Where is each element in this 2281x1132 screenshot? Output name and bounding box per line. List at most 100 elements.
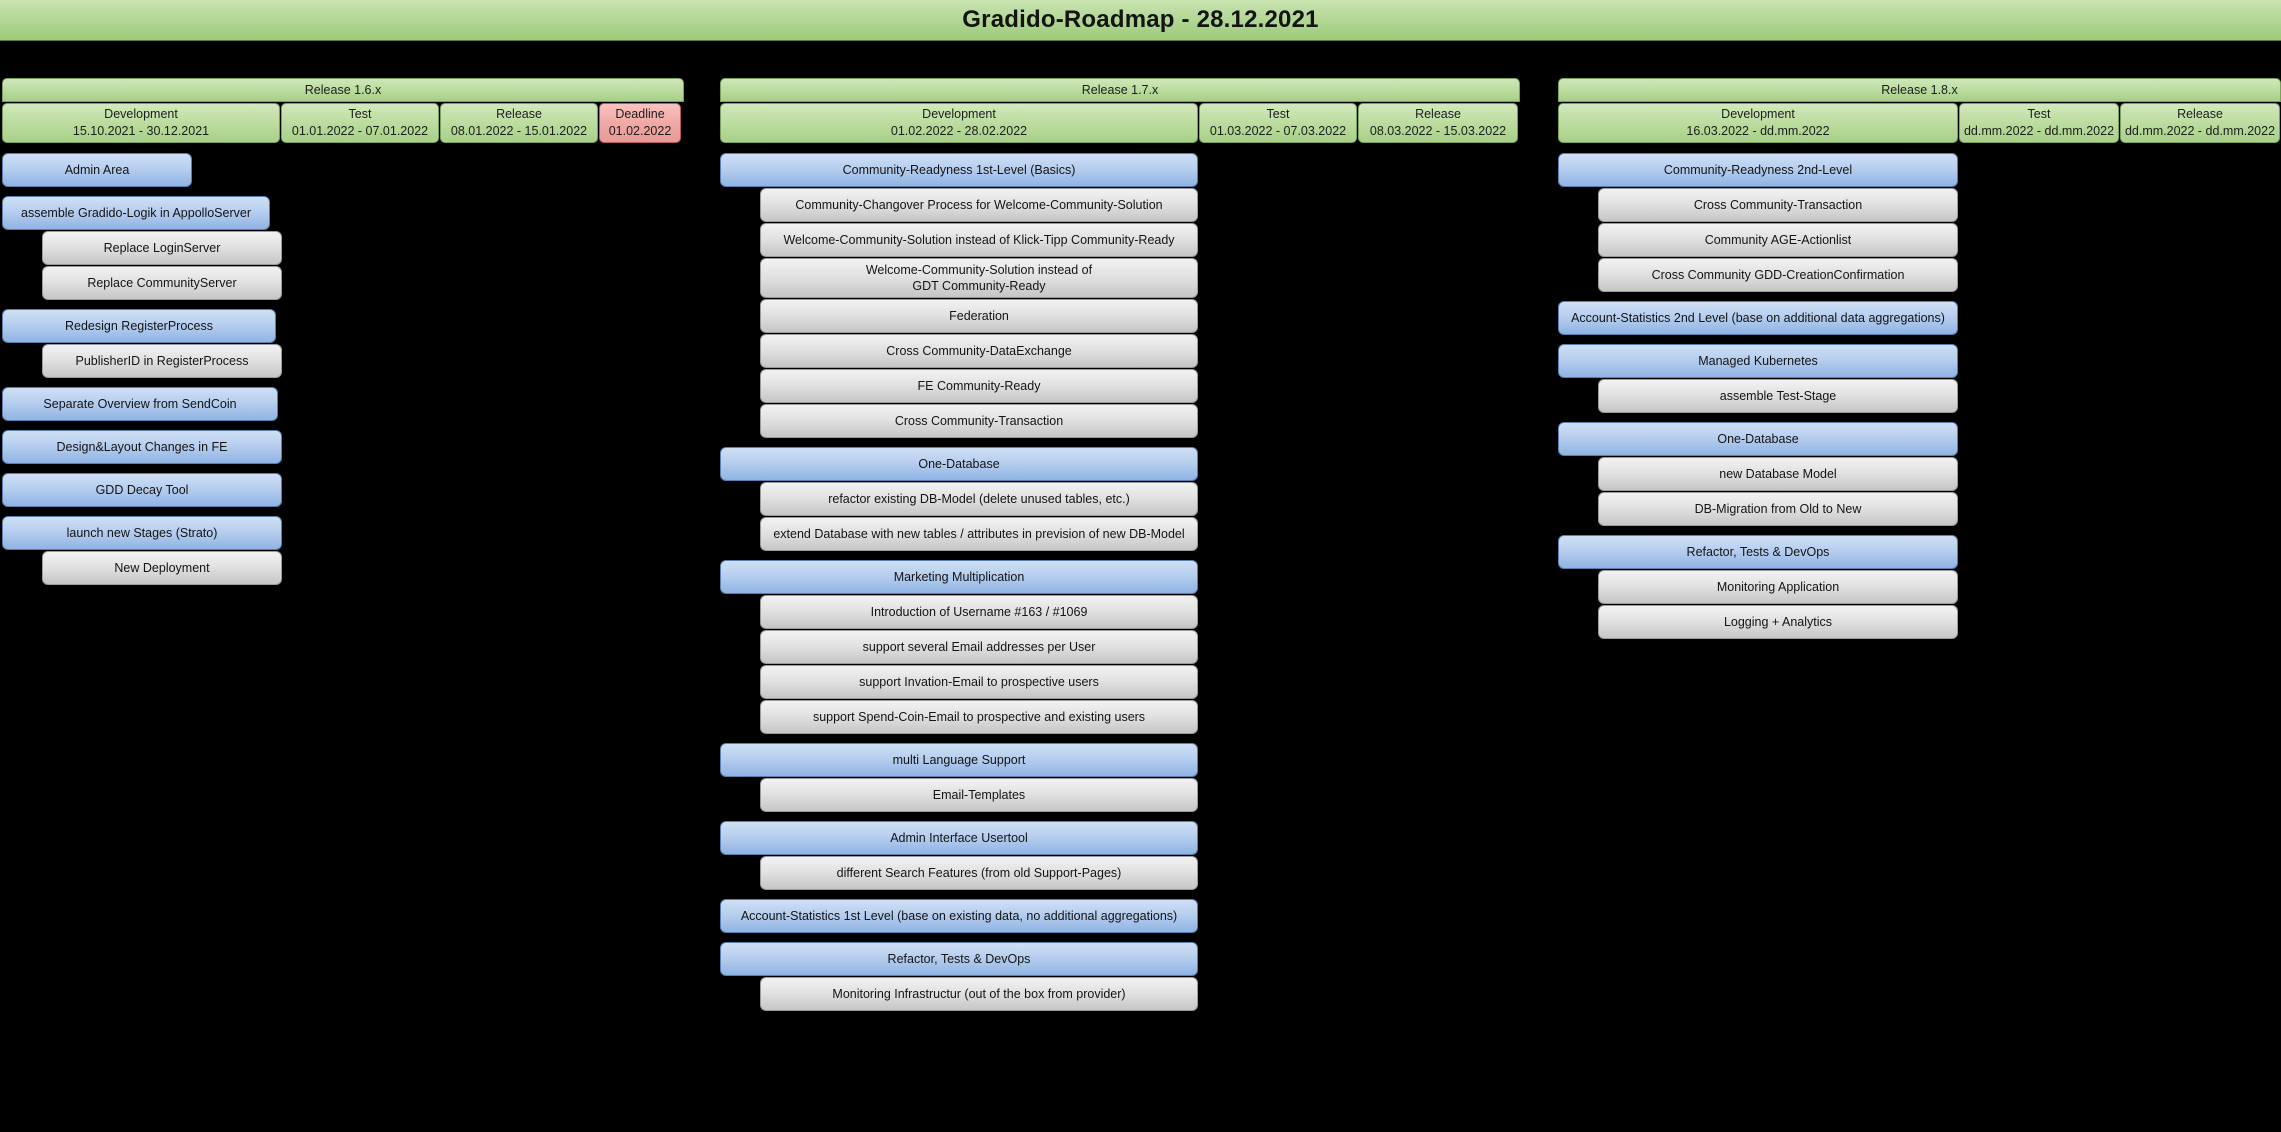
task-box-parent[interactable]: Separate Overview from SendCoin [2,387,278,421]
task-box-child[interactable]: Email-Templates [760,778,1198,812]
task-box-child[interactable]: extend Database with new tables / attrib… [760,517,1198,551]
task-box-parent[interactable]: Admin Interface Usertool [720,821,1198,855]
task-box-child[interactable]: new Database Model [1598,457,1958,491]
phase-dates: 08.01.2022 - 15.01.2022 [450,124,588,138]
task-label: Admin Interface Usertool [890,830,1028,845]
phase-dates: 01.01.2022 - 07.01.2022 [291,124,429,138]
task-box-child[interactable]: Introduction of Username #163 / #1069 [760,595,1198,629]
task-label: Introduction of Username #163 / #1069 [870,604,1088,619]
task-box-child[interactable]: Cross Community-Transaction [760,404,1198,438]
task-box-parent[interactable]: Design&Layout Changes in FE [2,430,282,464]
task-label: assemble Gradido-Logik in AppolloServer [21,205,251,220]
task-box-child[interactable]: Welcome-Community-Solution instead of GD… [760,258,1198,298]
task-box-parent[interactable]: Admin Area [2,153,192,187]
phase-dates: 15.10.2021 - 30.12.2021 [72,124,210,138]
task-box-child[interactable]: support several Email addresses per User [760,630,1198,664]
task-box-child[interactable]: Cross Community-Transaction [1598,188,1958,222]
task-box-parent[interactable]: assemble Gradido-Logik in AppolloServer [2,196,270,230]
task-label: support Invation-Email to prospective us… [859,674,1099,689]
task-label: One-Database [1717,431,1799,446]
task-label: One-Database [918,456,1000,471]
task-box-parent[interactable]: multi Language Support [720,743,1198,777]
task-box-child[interactable]: Community AGE-Actionlist [1598,223,1958,257]
task-list: Community-Readyness 1st-Level (Basics)Co… [720,153,1520,1011]
task-box-child[interactable]: support Invation-Email to prospective us… [760,665,1198,699]
task-box-child[interactable]: Cross Community-DataExchange [760,334,1198,368]
task-box-parent[interactable]: Marketing Multiplication [720,560,1198,594]
task-box-child[interactable]: New Deployment [42,551,282,585]
task-box-child[interactable]: Monitoring Infrastructur (out of the box… [760,977,1198,1011]
task-label: DB-Migration from Old to New [1694,501,1862,516]
task-box-child[interactable]: Community-Changover Process for Welcome-… [760,188,1198,222]
task-label: Account-Statistics 2nd Level (base on ad… [1571,310,1945,325]
task-box-child[interactable]: PublisherID in RegisterProcess [42,344,282,378]
task-box-child[interactable]: Federation [760,299,1198,333]
phase-dates: dd.mm.2022 - dd.mm.2022 [1963,124,2115,138]
task-box-parent[interactable]: Managed Kubernetes [1558,344,1958,378]
task-box-child[interactable]: Monitoring Application [1598,570,1958,604]
task-label: multi Language Support [892,752,1026,767]
task-label: Replace CommunityServer [87,275,237,290]
task-box-parent[interactable]: Community-Readyness 2nd-Level [1558,153,1958,187]
task-label: Admin Area [64,162,130,177]
task-box-parent[interactable]: Redesign RegisterProcess [2,309,276,343]
task-box-child[interactable]: Cross Community GDD-CreationConfirmation [1598,258,1958,292]
phase-cell-release[interactable]: Release 08.01.2022 - 15.01.2022 [440,103,598,143]
task-label: New Deployment [114,560,210,575]
task-box-child[interactable]: different Search Features (from old Supp… [760,856,1198,890]
task-box-parent[interactable]: Refactor, Tests & DevOps [720,942,1198,976]
task-label: Cross Community-Transaction [1693,197,1863,212]
phase-name: Release [2177,107,2223,122]
task-box-parent[interactable]: launch new Stages (Strato) [2,516,282,550]
task-box-parent[interactable]: Refactor, Tests & DevOps [1558,535,1958,569]
task-label: Welcome-Community-Solution instead of Kl… [783,232,1175,247]
task-label: Cross Community-Transaction [894,413,1064,428]
task-box-parent[interactable]: Account-Statistics 2nd Level (base on ad… [1558,301,1958,335]
task-box-child[interactable]: DB-Migration from Old to New [1598,492,1958,526]
task-box-child[interactable]: Replace CommunityServer [42,266,282,300]
task-box-parent[interactable]: One-Database [1558,422,1958,456]
task-label: extend Database with new tables / attrib… [773,526,1185,541]
task-label: Account-Statistics 1st Level (base on ex… [740,908,1178,923]
task-box-child[interactable]: Replace LoginServer [42,231,282,265]
task-box-child[interactable]: Welcome-Community-Solution instead of Kl… [760,223,1198,257]
task-list: Admin Area assemble Gradido-Logik in Appo… [2,153,684,585]
phase-name: Development [1721,107,1795,122]
task-box-parent[interactable]: One-Database [720,447,1198,481]
task-label: Redesign RegisterProcess [65,318,213,333]
phase-name: Deadline [615,107,665,122]
task-label: Cross Community GDD-CreationConfirmation [1651,267,1905,282]
task-label: Logging + Analytics [1723,614,1833,629]
task-box-parent[interactable]: Community-Readyness 1st-Level (Basics) [720,153,1198,187]
task-label: Welcome-Community-Solution instead of GD… [865,262,1093,293]
task-box-child[interactable]: refactor existing DB-Model (delete unuse… [760,482,1198,516]
release-label: Release 1.6.x [304,83,382,97]
phase-name: Release [1415,107,1461,122]
task-label: Monitoring Application [1716,579,1840,594]
task-box-child[interactable]: support Spend-Coin-Email to prospective … [760,700,1198,734]
task-label: Monitoring Infrastructur (out of the box… [832,986,1126,1001]
task-box-child[interactable]: assemble Test-Stage [1598,379,1958,413]
phase-cell-development[interactable]: Development 15.10.2021 - 30.12.2021 [2,103,280,143]
task-label: different Search Features (from old Supp… [836,865,1122,880]
task-box-parent[interactable]: Account-Statistics 1st Level (base on ex… [720,899,1198,933]
task-label: Separate Overview from SendCoin [43,396,237,411]
task-box-child[interactable]: Logging + Analytics [1598,605,1958,639]
page-title: Gradido-Roadmap - 28.12.2021 [962,6,1319,33]
phase-name: Development [104,107,178,122]
task-box-child[interactable]: FE Community-Ready [760,369,1198,403]
phase-name: Development [922,107,996,122]
task-box-parent[interactable]: GDD Decay Tool [2,473,282,507]
phase-name: Release [496,107,542,122]
